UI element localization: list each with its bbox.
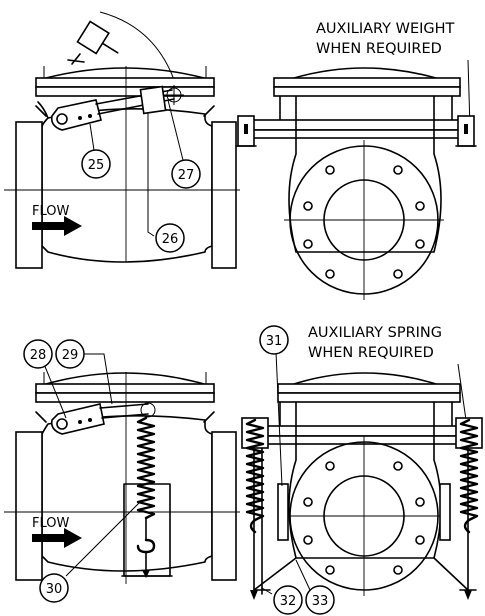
- svg-text:25: 25: [88, 158, 105, 173]
- end-view-weight: AUXILIARY WEIGHT WHEN REQUIRED: [235, 21, 477, 300]
- callout-26: 26: [155, 223, 185, 253]
- aux-spring-right: [459, 418, 479, 522]
- lever-plate: [50, 99, 102, 131]
- callout-32: 32: [273, 585, 303, 615]
- aux-weight-note-line1: AUXILIARY WEIGHT: [316, 21, 455, 37]
- aux-spring: [136, 416, 156, 520]
- end-view-spring: AUXILIARY SPRING WHEN REQUIRED: [241, 325, 483, 600]
- outlet-flange: [211, 121, 237, 269]
- aux-spring-left: [245, 418, 265, 522]
- aux-spring-note-line1: AUXILIARY SPRING: [308, 325, 442, 341]
- svg-text:32: 32: [280, 594, 297, 609]
- side-view-weight: FLOW: [4, 11, 240, 269]
- callout-28: 28: [23, 339, 53, 369]
- flow-label-top: FLOW: [32, 204, 69, 219]
- flow-arrow-bottom: [32, 528, 82, 548]
- flow-arrow-top: [32, 216, 82, 236]
- cover-plate: [35, 77, 215, 88]
- cover-dome: [45, 67, 205, 79]
- svg-text:26: 26: [162, 232, 179, 247]
- auxiliary-weight: [139, 85, 167, 115]
- callout-27: 27: [171, 159, 201, 189]
- aux-spring-note-line2: WHEN REQUIRED: [308, 345, 434, 361]
- weight-open-position: [76, 20, 119, 55]
- callout-30: 30: [39, 573, 69, 603]
- svg-text:28: 28: [30, 348, 47, 363]
- svg-text:30: 30: [46, 582, 63, 597]
- callout-25: 25: [81, 149, 111, 179]
- aux-weight-note-line2: WHEN REQUIRED: [316, 41, 442, 57]
- svg-text:31: 31: [266, 334, 283, 349]
- spring-hook: [136, 538, 156, 554]
- flow-label-bottom: FLOW: [32, 516, 69, 531]
- svg-text:27: 27: [178, 168, 195, 183]
- inlet-flange: [15, 121, 43, 269]
- callout-33: 33: [305, 585, 335, 615]
- callout-29: 29: [55, 339, 85, 369]
- svg-text:29: 29: [62, 348, 79, 363]
- svg-text:33: 33: [312, 594, 329, 609]
- side-view-spring: FLOW: [4, 353, 240, 584]
- callout-31: 31: [259, 325, 289, 355]
